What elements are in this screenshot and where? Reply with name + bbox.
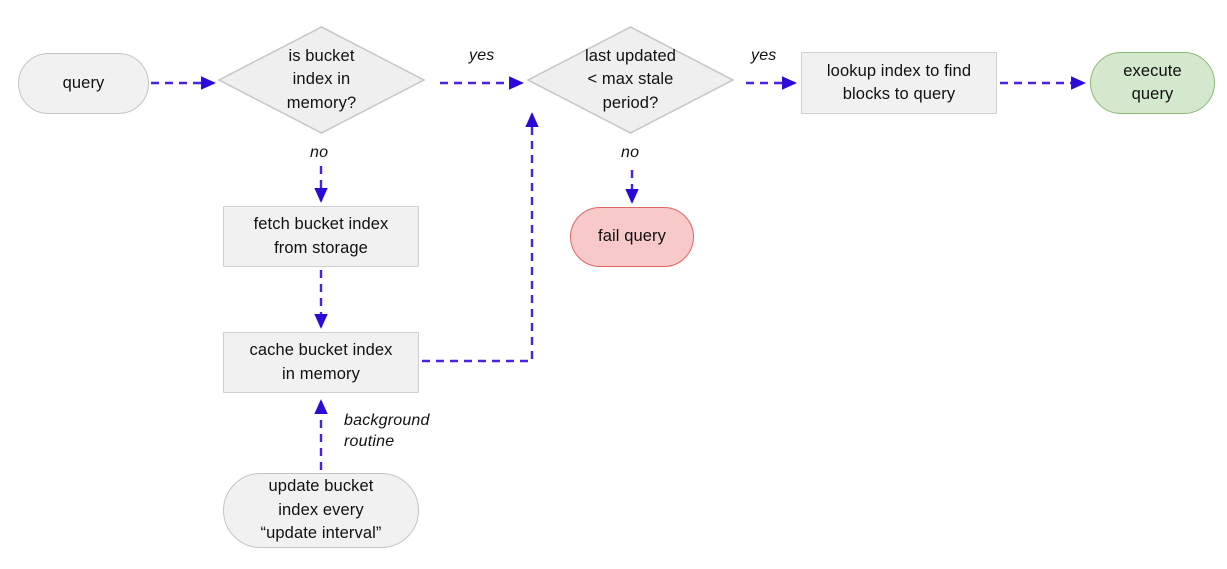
node-is-bucket-index-in-memory-label: is bucket index in memory? xyxy=(286,46,357,112)
node-update-bucket-index-label: update bucket index every “update interv… xyxy=(260,477,382,543)
node-query[interactable]: query xyxy=(18,53,149,114)
diamond-shape xyxy=(218,26,425,134)
node-execute-query-label: execute query xyxy=(1123,61,1182,103)
edge-label-memory-yes: yes xyxy=(469,47,495,64)
node-lookup-index-label: lookup index to find blocks to query xyxy=(826,61,972,103)
node-update-bucket-index[interactable]: update bucket index every “update interv… xyxy=(223,473,419,548)
node-last-updated-max-stale-label: last updated < max stale period? xyxy=(584,46,677,112)
node-last-updated-max-stale[interactable]: last updated < max stale period? xyxy=(527,26,734,134)
node-fetch-bucket-index[interactable]: fetch bucket index from storage xyxy=(223,206,419,267)
edge-label-background-routine: background routine xyxy=(344,412,430,450)
node-lookup-index[interactable]: lookup index to find blocks to query xyxy=(801,52,997,114)
edge-cache-to-stale-decision xyxy=(422,112,539,363)
node-cache-bucket-index[interactable]: cache bucket index in memory xyxy=(223,332,419,393)
node-fail-query-label: fail query xyxy=(598,227,666,246)
edge-label-memory-no: no xyxy=(310,144,329,161)
edge-label-stale-no: no xyxy=(621,144,640,161)
node-is-bucket-index-in-memory[interactable]: is bucket index in memory? xyxy=(218,26,425,134)
node-execute-query[interactable]: execute query xyxy=(1090,52,1215,114)
edge-label-stale-yes: yes xyxy=(751,47,777,64)
node-fail-query[interactable]: fail query xyxy=(570,207,694,267)
node-fetch-bucket-index-label: fetch bucket index from storage xyxy=(253,215,389,257)
diamond-shape xyxy=(527,26,734,134)
node-cache-bucket-index-label: cache bucket index in memory xyxy=(249,341,393,383)
node-query-label: query xyxy=(62,73,105,92)
